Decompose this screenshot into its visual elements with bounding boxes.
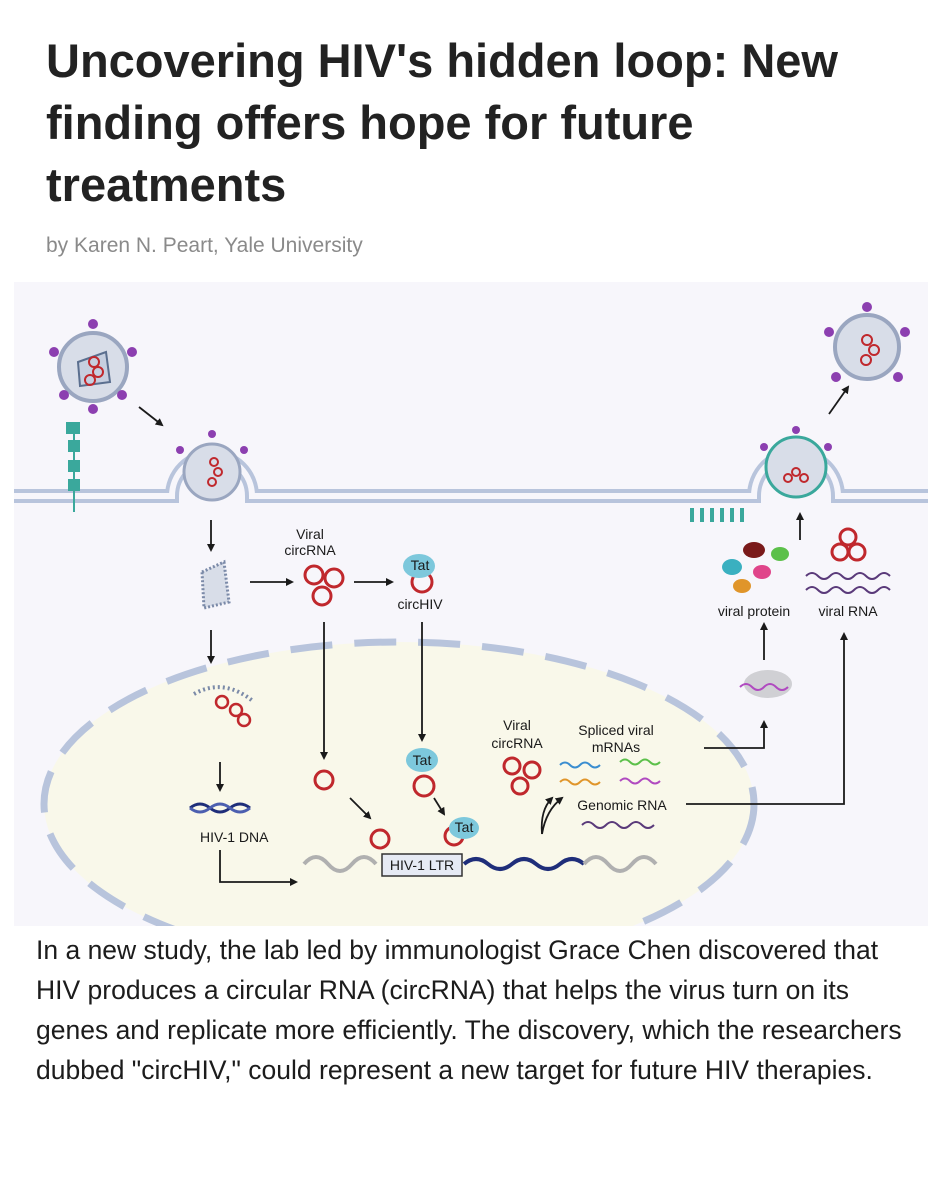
ribosome-icon — [739, 670, 792, 698]
article-headline: Uncovering HIV's hidden loop: New findin… — [46, 34, 838, 211]
pathway-arrows — [138, 385, 850, 886]
membrane-proteins-icon — [690, 508, 744, 522]
viral-rna-label: viral RNA — [818, 603, 878, 619]
viral-protein-icon — [722, 542, 789, 593]
tat-circhiv-icon — [403, 554, 435, 594]
tat-label: Tat — [411, 557, 430, 573]
viral-circrna-nuc-icon — [502, 756, 542, 796]
spliced-mrnas-icon — [559, 758, 661, 786]
hiv1-dna-icon — [189, 802, 251, 814]
hiv-circrna-figure: HIV-1 DNA Viral circRNA Tat circHIV Tat … — [14, 282, 928, 926]
released-virion-icon — [824, 302, 910, 382]
viral-circrna-nuc-label-2: circRNA — [491, 735, 543, 751]
viral-circrna-nuc-label: Viral — [503, 717, 531, 733]
tat-ltr-label: Tat — [455, 819, 474, 835]
spliced-mrna-label-2: mRNAs — [592, 739, 640, 755]
capsid-icon — [200, 559, 231, 610]
budding-virion-icon — [760, 426, 832, 499]
viral-circrna-label: Viral — [296, 526, 324, 542]
genomic-rna-label: Genomic RNA — [577, 797, 667, 813]
genomic-rna-icon — [581, 821, 655, 829]
tat-nuclear-label: Tat — [413, 752, 432, 768]
circhiv-label: circHIV — [397, 596, 443, 612]
viral-protein-label: viral protein — [718, 603, 790, 619]
viral-circrna-icon — [303, 564, 345, 607]
entering-virion-icon — [176, 430, 248, 502]
tat-nuclear-icon — [406, 748, 438, 798]
hiv1-ltr-label: HIV-1 LTR — [390, 857, 454, 873]
spliced-mrna-label: Spliced viral — [578, 722, 653, 738]
ltr-bound-complex-icon — [369, 817, 479, 850]
viral-rna-icon — [805, 527, 891, 594]
nucleus — [40, 638, 758, 926]
cd4-receptor-icon — [66, 422, 80, 512]
hiv1-dna-label: HIV-1 DNA — [200, 829, 269, 845]
host-dna-icon — [302, 855, 658, 873]
viral-circrna-label-2: circRNA — [284, 542, 336, 558]
hiv1-ltr-box — [381, 853, 463, 877]
article-byline: by Karen N. Peart, Yale University — [46, 234, 363, 257]
reverse-transcription-icon — [193, 685, 256, 728]
article-body: In a new study, the lab led by immunolog… — [36, 935, 902, 1085]
hiv-virion-icon — [49, 319, 137, 414]
circrna-nuclear-icon — [313, 769, 335, 791]
